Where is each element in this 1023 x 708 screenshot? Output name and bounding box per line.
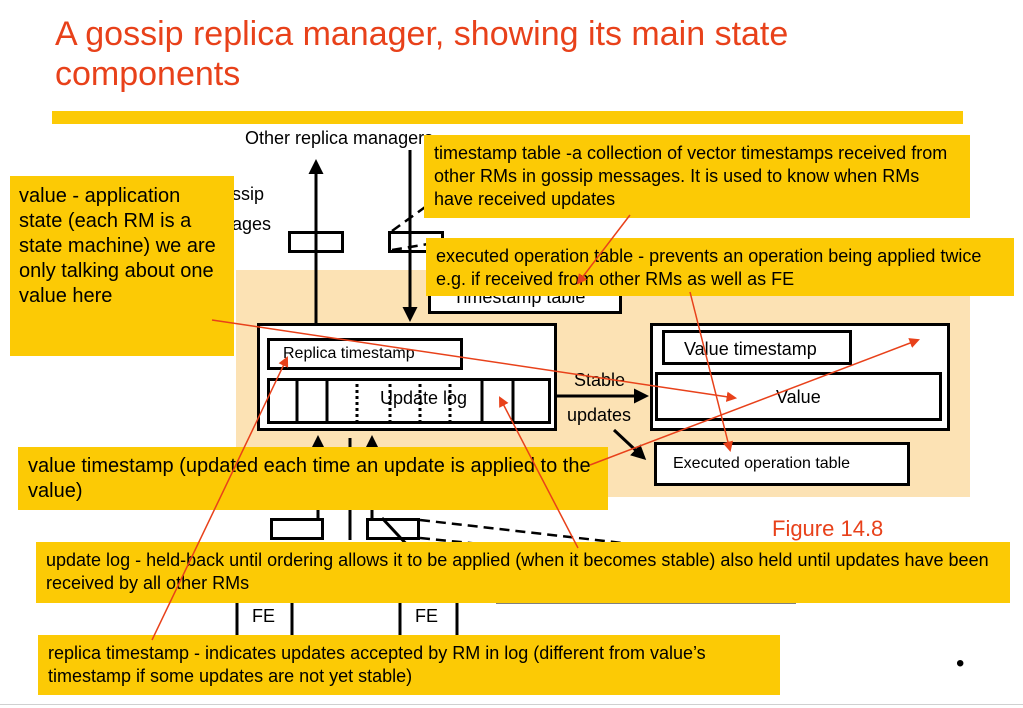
value-note: value - application state (each RM is a …	[10, 176, 234, 356]
pointer-timestamp-table	[576, 214, 631, 285]
footer-divider	[0, 704, 1023, 705]
pointer-replica-timestamp	[151, 356, 289, 641]
bullet-point: •	[956, 650, 965, 677]
title-underline-bar	[52, 111, 963, 124]
value-label: Value	[776, 387, 821, 407]
update-log-box	[267, 378, 551, 424]
pointer-update-log	[499, 396, 579, 549]
gossip-label: ssip	[232, 184, 265, 204]
slide-title: A gossip replica manager, showing its ma…	[55, 15, 789, 93]
other-replica-managers-label: Other replica managers	[245, 128, 434, 148]
executed-operation-table-note: executed operation table - prevents an o…	[426, 238, 1014, 296]
pointer-value-timestamp	[589, 338, 920, 466]
value-timestamp-note: value timestamp (updated each time an up…	[18, 447, 608, 510]
value-timestamp-label: Value timestamp	[684, 339, 817, 359]
fe-right-label: FE	[415, 606, 439, 626]
fe-left-label: FE	[252, 606, 276, 626]
pointer-value	[211, 319, 738, 402]
updates-label: updates	[567, 405, 632, 425]
value-timestamp-box: Value timestamp	[662, 330, 852, 365]
messages-label: ages	[232, 214, 272, 234]
stable-label: Stable	[574, 370, 626, 390]
executed-operation-table-label: Executed operation table	[673, 455, 851, 472]
update-log-label: Update log	[380, 388, 468, 408]
update-log-note: update log - held-back until ordering al…	[36, 542, 1010, 603]
timestamp-table-note: timestamp table -a collection of vector …	[424, 135, 970, 218]
replica-timestamp-label: Replica timestamp	[283, 345, 415, 362]
fe-message-box-left	[270, 518, 324, 540]
executed-operation-table-box: Executed operation table	[654, 442, 910, 486]
pointer-executed-table	[689, 291, 734, 453]
value-box: Value	[655, 372, 942, 421]
figure-label: Figure 14.8	[772, 516, 884, 541]
replica-timestamp-note: replica timestamp - indicates updates ac…	[38, 635, 780, 695]
